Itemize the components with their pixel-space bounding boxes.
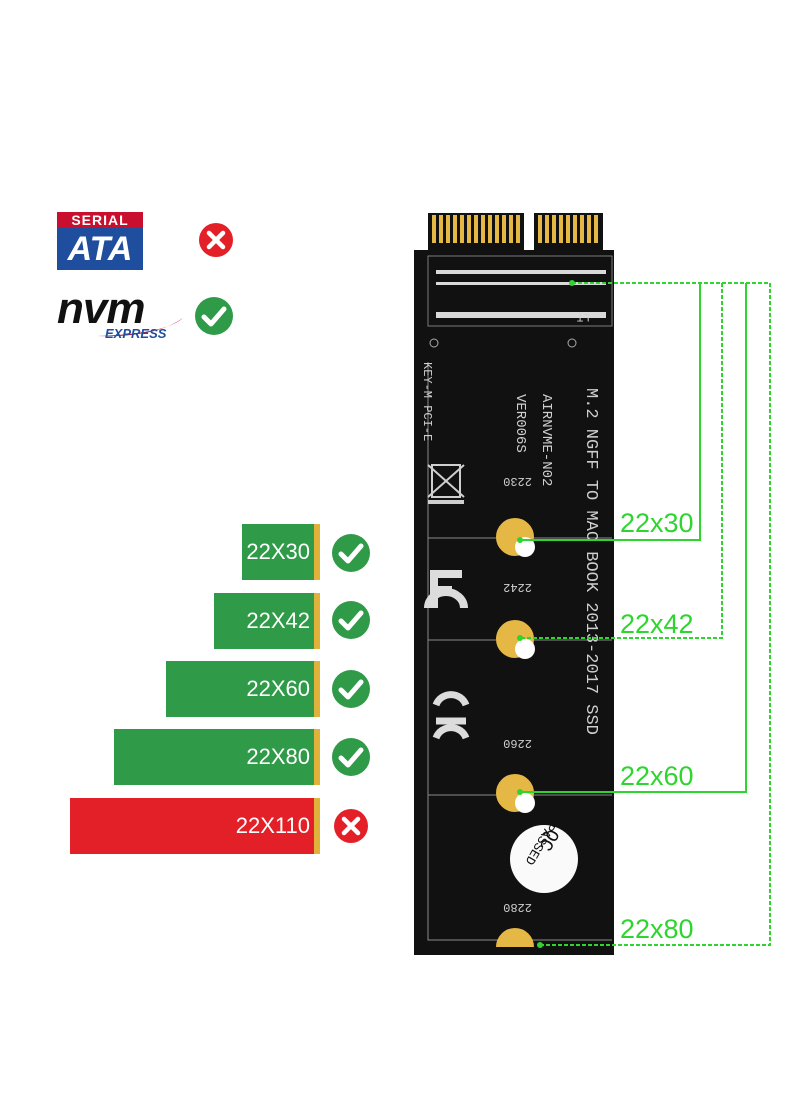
check-icon xyxy=(331,737,370,776)
length-label-22x60: 22x60 xyxy=(620,761,694,791)
check-icon xyxy=(331,669,370,708)
length-label-22x42: 22x42 xyxy=(620,609,694,639)
length-label-22x80: 22x80 xyxy=(620,914,694,944)
size-bar-22x60: 22X60 xyxy=(166,661,318,717)
nvm-logo-text: nvm xyxy=(57,284,145,333)
check-icon xyxy=(331,600,370,639)
swoosh-icon xyxy=(97,318,183,337)
cross-icon xyxy=(333,808,369,844)
serial-ata-logo: SERIAL ATA xyxy=(57,212,143,270)
cross-icon xyxy=(198,222,234,258)
size-bar-22x30: 22X30 xyxy=(242,524,318,580)
size-label: 22X42 xyxy=(246,608,310,633)
size-label: 22X60 xyxy=(246,676,310,701)
size-bar-22x110: 22X110 xyxy=(70,798,318,854)
length-label-22x30: 22x30 xyxy=(620,508,694,538)
check-icon xyxy=(194,296,233,335)
nvm-logo-sub-text: EXPRESS xyxy=(105,326,167,341)
gold-contacts xyxy=(428,213,603,253)
adapter-board: LT KEY-M PCI-E M.2 NGFF TO MAC BOOK 2013… xyxy=(414,250,614,955)
qc-passed-sticker: QC PASSED xyxy=(510,820,578,893)
nvm-express-logo: nvm EXPRESS xyxy=(55,284,185,345)
sata-logo-top-text: SERIAL xyxy=(57,212,143,228)
sata-logo-main-text: ATA xyxy=(67,230,133,268)
board-silkscreen xyxy=(424,255,613,941)
size-bar-22x80: 22X80 xyxy=(114,729,318,785)
size-bar-22x42: 22X42 xyxy=(214,593,318,649)
size-label: 22X30 xyxy=(246,539,310,564)
check-icon xyxy=(331,533,370,572)
size-label: 22X80 xyxy=(246,744,310,769)
size-label: 22X110 xyxy=(235,813,310,838)
mounting-notch-2280 xyxy=(496,928,534,947)
